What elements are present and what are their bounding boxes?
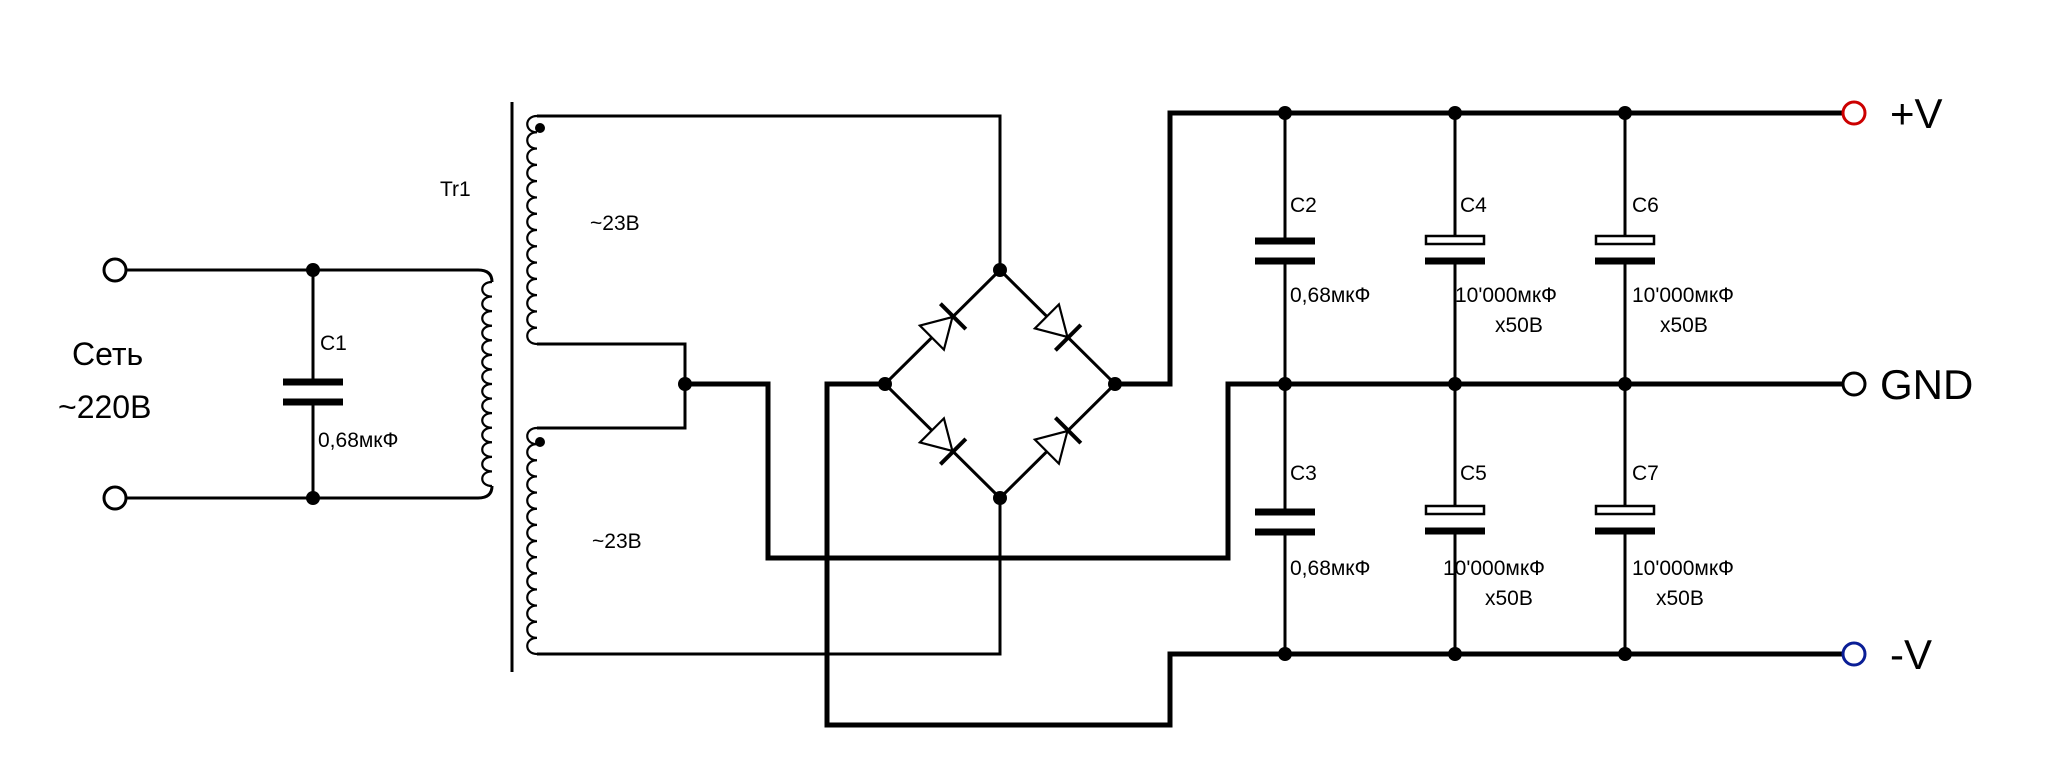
- capacitor-c4: C4 10'000мкФ x50В: [1424, 113, 1557, 384]
- rail-junctions: [1278, 106, 1632, 661]
- diode-bottom-right: [1032, 416, 1083, 466]
- mains-terminal-bottom: [102, 485, 128, 511]
- winding-dot-bottom: [535, 437, 545, 447]
- c5-voltage-label: x50В: [1485, 587, 1533, 610]
- c2-value-label: 0,68мкФ: [1290, 284, 1370, 307]
- c4-voltage-label: x50В: [1495, 314, 1543, 337]
- diode-top-right: [1032, 302, 1083, 352]
- junction-bridge-top: [993, 263, 1007, 277]
- transformer-tr1: Tr1 ~23В ~23В: [440, 102, 642, 672]
- mains-terminal-top: [102, 257, 128, 283]
- coil-winding-path: [526, 426, 538, 656]
- capacitor-c7: C7 10'000мкФ x50В: [1594, 384, 1734, 654]
- transformer-primary-coil: [481, 280, 493, 488]
- junction-center-tap: [678, 377, 692, 391]
- capacitor-c6: C6 10'000мкФ x50В: [1594, 113, 1734, 384]
- junction-c1-bottom: [306, 491, 320, 505]
- capacitor-c5: C5 10'000мкФ x50В: [1424, 384, 1545, 654]
- c1-name-label: C1: [320, 332, 347, 355]
- winding-dot-top: [535, 123, 545, 133]
- mains-wire-bottom: [126, 485, 494, 500]
- c4-value-label: 10'000мкФ: [1455, 284, 1557, 307]
- mains-label-line1: Сеть: [72, 336, 143, 372]
- c3-value-label: 0,68мкФ: [1290, 557, 1370, 580]
- transformer-secondary-coil-top: [526, 114, 538, 346]
- c4-name-label: C4: [1460, 194, 1487, 217]
- transformer-name-label: Tr1: [440, 178, 471, 201]
- coil-winding-path: [481, 280, 493, 488]
- wire-center-tap: [537, 342, 687, 430]
- junction-c1-top: [306, 263, 320, 277]
- transformer-secondary-coil-bottom: [526, 426, 538, 656]
- negative-rail: [824, 381, 1843, 728]
- secondary-top-voltage-label: ~23В: [590, 212, 640, 235]
- bridge-outline: [882, 267, 1118, 501]
- c3-name-label: C3: [1290, 462, 1317, 485]
- mains-input: Сеть ~220В: [58, 257, 494, 511]
- c7-name-label: C7: [1632, 462, 1659, 485]
- c7-value-label: 10'000мкФ: [1632, 557, 1734, 580]
- c5-value-label: 10'000мкФ: [1443, 557, 1545, 580]
- capacitor-c3: C3 0,68мкФ: [1255, 384, 1370, 654]
- output-positive-label: +V: [1890, 90, 1943, 137]
- c5-name-label: C5: [1460, 462, 1487, 485]
- mains-wire-top: [126, 268, 494, 283]
- secondary-bottom-voltage-label: ~23В: [592, 530, 642, 553]
- output-terminal-ground: [1841, 371, 1867, 397]
- wire-center-tap-to-gnd: [685, 381, 1850, 561]
- coil-winding-path: [526, 114, 538, 346]
- output-terminal-negative: [1841, 641, 1867, 667]
- c2-name-label: C2: [1290, 194, 1317, 217]
- capacitor-c1: C1 0,68мкФ: [283, 263, 398, 505]
- bridge-rectifier: [878, 263, 1122, 505]
- mains-label-line2: ~220В: [58, 389, 151, 425]
- c6-voltage-label: x50В: [1660, 314, 1708, 337]
- c6-name-label: C6: [1632, 194, 1659, 217]
- wire-secondary-bottom-to-bridge: [537, 498, 1002, 656]
- output-terminal-positive: [1841, 100, 1867, 126]
- c6-value-label: 10'000мкФ: [1632, 284, 1734, 307]
- c7-voltage-label: x50В: [1656, 587, 1704, 610]
- capacitor-c2: C2 0,68мкФ: [1255, 113, 1370, 384]
- output-negative-label: -V: [1890, 631, 1932, 678]
- diode-bottom-left: [917, 416, 968, 466]
- junction-bridge-bottom: [993, 491, 1007, 505]
- wire-secondary-top-to-bridge: [537, 114, 1002, 270]
- diode-top-left: [917, 302, 968, 352]
- output-ground-label: GND: [1880, 361, 1973, 408]
- c1-value-label: 0,68мкФ: [318, 429, 398, 452]
- positive-rail: [1115, 110, 1843, 387]
